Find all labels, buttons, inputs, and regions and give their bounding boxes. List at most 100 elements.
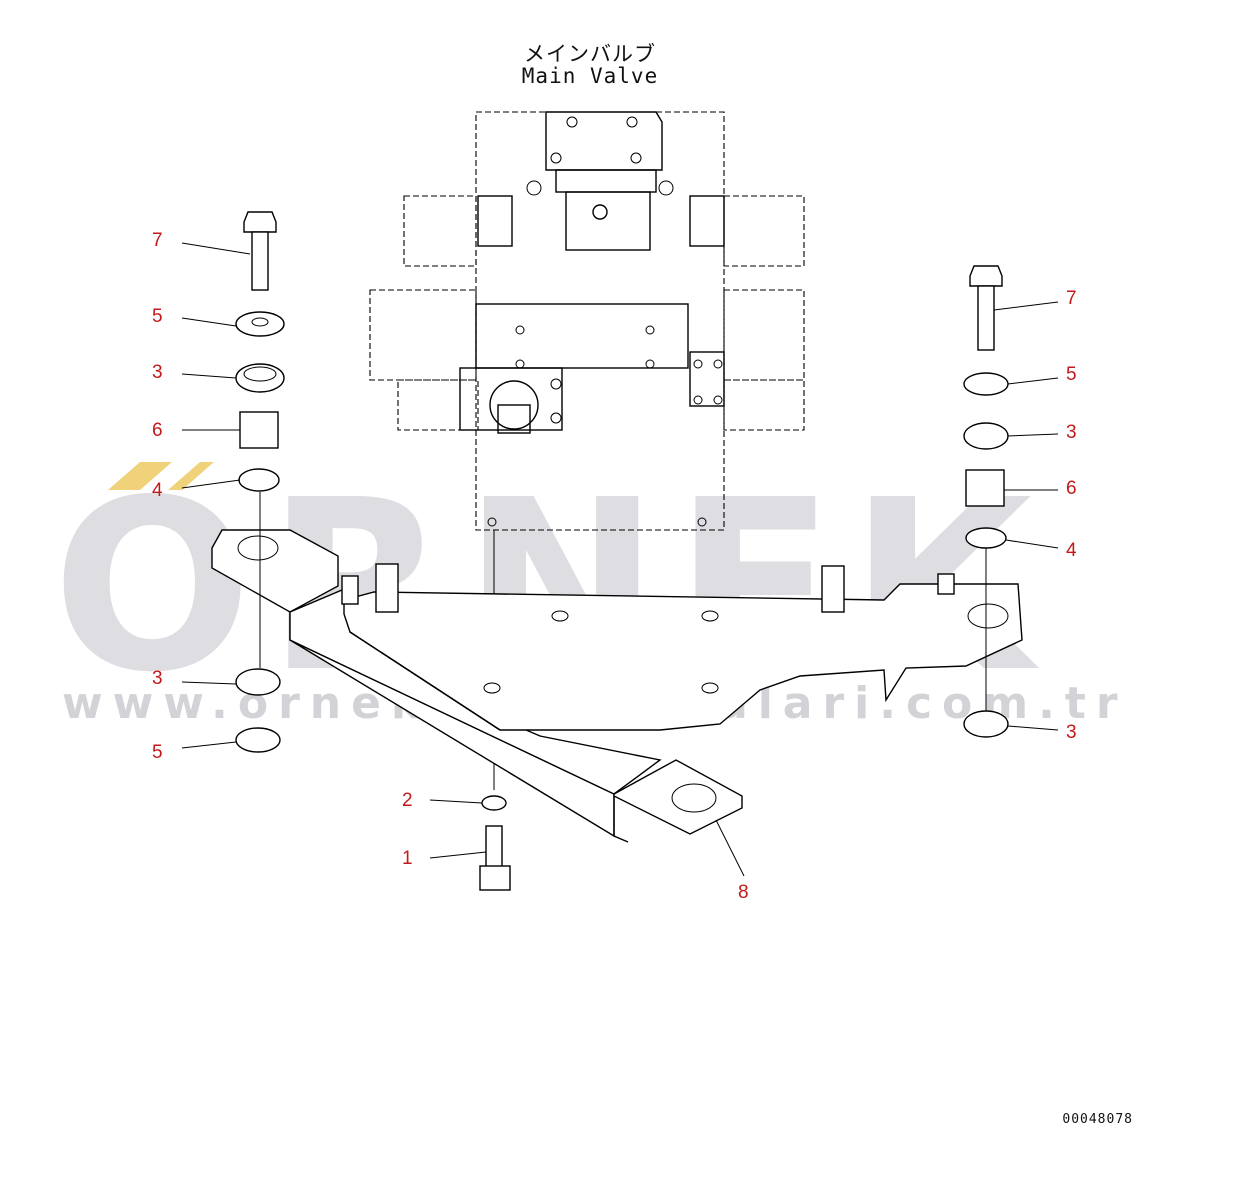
callout-bolt-bottom: 1: [402, 848, 413, 869]
valve-relief-plug: [489, 380, 539, 430]
valve-lower-block: [459, 367, 563, 431]
bracket-plate-hole: [701, 610, 719, 622]
valve-bolt: [626, 116, 638, 128]
bracket-clip-right: [821, 565, 845, 613]
leader-line: [993, 301, 1059, 311]
callout-cushion-right-bottom: 3: [1066, 722, 1077, 743]
right-bolt-head: [969, 265, 1003, 287]
leader-line: [1005, 539, 1059, 549]
leader-lines: [181, 242, 1059, 877]
mounting-bracket: [211, 529, 1023, 843]
leader-line: [181, 741, 237, 749]
left-washer-bottom: [235, 727, 281, 753]
leader-line: [181, 373, 237, 379]
valve-bolt: [713, 395, 723, 405]
leader-line: [181, 479, 241, 489]
bottom-bolt-head: [479, 865, 511, 891]
watermark-accent-mark-2: [168, 462, 214, 490]
valve-solenoid-right: [689, 195, 725, 247]
valve-bolt: [645, 359, 655, 369]
right-cushion-top: [963, 422, 1009, 450]
title-english: Main Valve: [521, 64, 659, 88]
callout-cushion-left-bottom: 3: [152, 668, 163, 689]
title-japanese: メインバルブ: [524, 42, 656, 66]
callout-bolt-right: 7: [1066, 288, 1077, 309]
valve-bolt: [658, 180, 674, 196]
valve-bolt: [693, 395, 703, 405]
valve-bolt: [630, 152, 642, 164]
bracket-front-hole: [671, 783, 717, 813]
valve-bolt: [645, 325, 655, 335]
valve-mount-hole: [487, 517, 497, 527]
left-bolt-shank: [251, 231, 269, 291]
bracket-standoff-left: [341, 575, 359, 605]
drawing-reference-id: 00048078: [1062, 1112, 1133, 1127]
valve-bolt: [515, 325, 525, 335]
left-cushion-top: [235, 363, 285, 393]
left-bolt-head: [243, 211, 277, 233]
callouts: 7 5 3 6 4 3 5 7 5 3 6 4 3 2 1 8: [152, 230, 1077, 903]
right-cushion-bottom: [963, 710, 1009, 738]
callout-washer-left-bottom: 5: [152, 742, 163, 763]
right-washer-top: [963, 372, 1009, 396]
callout-stopper-right: 4: [1066, 540, 1077, 561]
valve-bolt: [550, 412, 562, 424]
left-spacer: [239, 411, 279, 449]
valve-left-block-lower: [397, 379, 479, 431]
valve-spool-block: [475, 303, 689, 369]
leader-line: [181, 681, 237, 685]
bracket-left-ear: [211, 529, 339, 613]
leader-line: [1007, 725, 1059, 731]
callout-bracket: 8: [738, 882, 749, 903]
valve-right-block-upper: [723, 195, 805, 267]
valve-bolt: [526, 180, 542, 196]
valve-relief-nut: [497, 404, 531, 434]
valve-right-manifold: [689, 351, 725, 407]
valve-right-block-lower: [723, 379, 805, 431]
left-washer-top: [235, 311, 285, 337]
valve-bolt: [550, 152, 562, 164]
valve-bolt: [693, 359, 703, 369]
bottom-washer: [481, 795, 507, 811]
right-stopper: [965, 527, 1007, 549]
valve-center-block: [565, 191, 651, 251]
bracket-left-hole: [237, 535, 279, 561]
left-cushion-bottom: [235, 668, 281, 696]
left-cushion-top-hole: [243, 366, 277, 382]
right-bolt-shank: [977, 285, 995, 351]
callout-stopper-left: 4: [152, 480, 163, 501]
bracket-plate-hole: [551, 610, 569, 622]
left-stopper: [238, 468, 280, 492]
bottom-fasteners: [479, 795, 511, 891]
callout-washer-right: 5: [1066, 364, 1077, 385]
valve-bolt: [550, 378, 562, 390]
callout-washer-left-top: 5: [152, 306, 163, 327]
valve-bolt: [566, 116, 578, 128]
valve-top-cap: [545, 111, 663, 171]
bracket-plate-hole: [701, 682, 719, 694]
leader-line: [429, 799, 483, 804]
bracket-plate-edge: [349, 631, 501, 731]
right-spacer: [965, 469, 1005, 507]
callout-bolt-left: 7: [152, 230, 163, 251]
valve-solenoid-left: [477, 195, 513, 247]
leader-line: [715, 819, 745, 877]
leader-line: [1007, 433, 1059, 437]
callout-cushion-right-top: 3: [1066, 422, 1077, 443]
valve-bolt: [713, 359, 723, 369]
leader-line: [181, 242, 251, 255]
left-washer-top-hole: [251, 317, 269, 327]
callout-spacer-left: 6: [152, 420, 163, 441]
bracket-standoff-right: [937, 573, 955, 595]
valve-bolt: [515, 359, 525, 369]
bracket-front-tab-lip: [613, 796, 629, 843]
bottom-bolt-shank: [485, 825, 503, 869]
leader-line: [181, 317, 237, 327]
bracket-plate-hole: [483, 682, 501, 694]
callout-washer-bottom: 2: [402, 790, 413, 811]
bracket-plate: [343, 583, 1023, 731]
bracket-right-hole: [967, 603, 1009, 629]
bracket-clip-left: [375, 563, 399, 613]
